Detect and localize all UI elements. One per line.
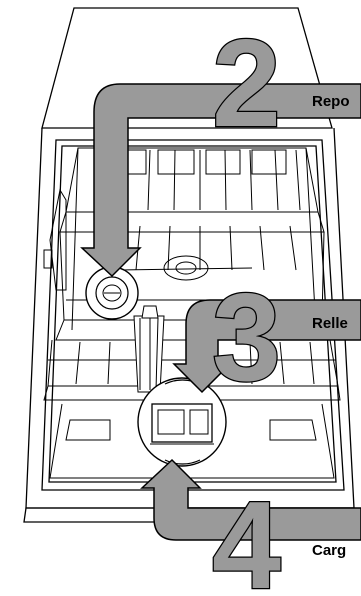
step-label-2: Repo: [312, 93, 350, 110]
step-label-3: Relle: [312, 315, 348, 332]
step-number-4: 4: [212, 477, 281, 596]
step-number-2: 2: [212, 15, 281, 153]
door-hinge: [44, 190, 66, 290]
cutlery-basket: [134, 306, 164, 392]
step-label-4: Carg: [312, 542, 346, 559]
step-number-3: 3: [212, 269, 281, 407]
